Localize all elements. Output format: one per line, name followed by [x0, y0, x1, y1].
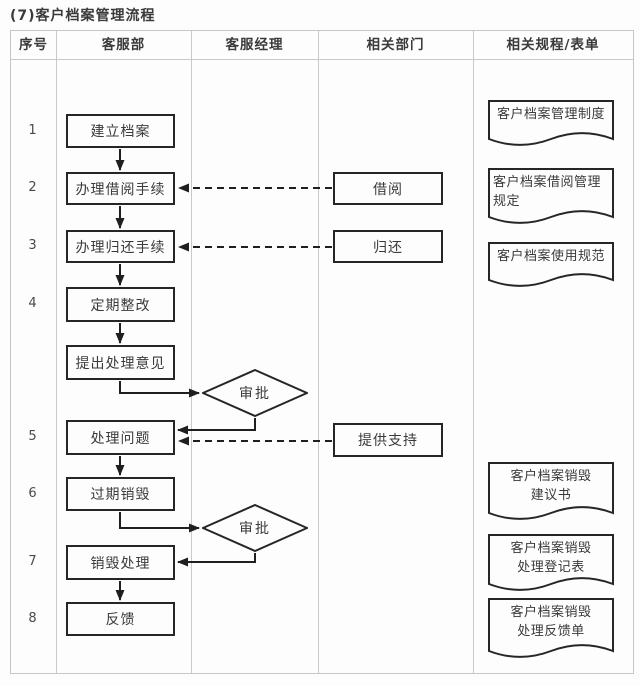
step-handle-issue: 处理问题: [66, 420, 175, 455]
row-number: 1: [28, 123, 37, 138]
related-borrow-box: 借阅: [333, 172, 443, 205]
doc-usage-specification: 客户档案使用规范: [488, 242, 614, 289]
doc-label: 处理反馈单: [517, 624, 585, 639]
row-number: 3: [28, 238, 37, 253]
column-divider: [318, 31, 319, 673]
step-borrow-procedure: 办理借阅手续: [66, 172, 175, 205]
step-propose-opinion: 提出处理意见: [66, 345, 175, 380]
doc-label: 客户档案销毁: [510, 541, 592, 556]
row-number: 7: [28, 554, 37, 569]
doc-label: 客户档案销毁: [510, 605, 592, 620]
step-periodic-rectify: 定期整改: [66, 287, 175, 322]
approval-label: 审批: [239, 521, 271, 537]
column-header-no: 序号: [19, 37, 48, 53]
column-header-docs: 相关规程/表单: [506, 37, 600, 53]
header-divider: [11, 59, 633, 60]
doc-archive-management-system: 客户档案管理制度: [488, 100, 614, 148]
step-feedback: 反馈: [66, 602, 175, 636]
doc-label: 建议书: [530, 488, 572, 503]
doc-label: 客户档案使用规范: [496, 249, 605, 264]
step-create-archive: 建立档案: [66, 114, 175, 148]
doc-label: 处理登记表: [517, 560, 585, 575]
doc-borrow-regulations: 客户档案借阅管理 规定: [488, 168, 614, 226]
column-divider: [473, 31, 474, 673]
row-number: 4: [28, 296, 37, 311]
approval-label: 审批: [239, 386, 271, 402]
step-return-procedure: 办理归还手续: [66, 230, 175, 263]
column-header-dept: 客服部: [101, 37, 146, 53]
approval-diamond-2: 审批: [202, 504, 308, 552]
doc-destroy-registration-form: 客户档案销毁 处理登记表: [488, 534, 614, 593]
column-header-related: 相关部门: [366, 37, 425, 53]
doc-destroy-proposal: 客户档案销毁 建议书: [488, 462, 614, 522]
doc-label: 客户档案管理制度: [496, 107, 605, 122]
doc-label: 客户档案借阅管理: [493, 175, 602, 190]
page-title: (7)客户档案管理流程: [10, 8, 156, 24]
row-number: 8: [28, 611, 37, 626]
doc-label: 规定: [493, 194, 521, 209]
swimlane-table: 序号 客服部 客服经理 相关部门 相关规程/表单: [10, 30, 634, 674]
approval-diamond-1: 审批: [202, 369, 308, 417]
column-divider: [56, 31, 57, 673]
column-divider: [191, 31, 192, 673]
row-number: 5: [28, 429, 37, 444]
row-number: 6: [28, 486, 37, 501]
related-support-box: 提供支持: [333, 423, 443, 457]
column-header-manager: 客服经理: [225, 37, 284, 53]
step-expired-destroy: 过期销毁: [66, 477, 175, 511]
row-number: 2: [28, 180, 37, 195]
related-return-box: 归还: [333, 230, 443, 263]
step-destroy-process: 销毁处理: [66, 545, 175, 580]
doc-destroy-feedback-form: 客户档案销毁 处理反馈单: [488, 598, 614, 660]
doc-label: 客户档案销毁: [510, 469, 592, 484]
